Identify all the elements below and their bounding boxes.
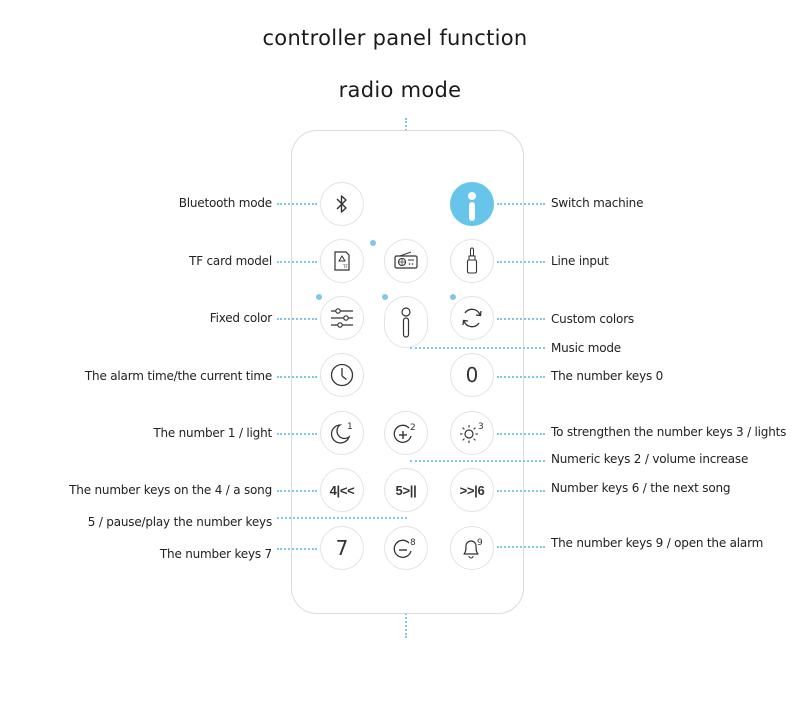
number-7-label: 7 — [335, 536, 349, 560]
play-pause-label: 5>|| — [395, 482, 417, 498]
fixed-color-button[interactable] — [320, 296, 364, 340]
leader-line — [497, 203, 545, 205]
sun-icon: 3 — [460, 422, 484, 443]
leader-line — [497, 490, 545, 492]
power-icon — [468, 192, 476, 221]
leader-line — [277, 203, 317, 205]
connector-dot — [382, 294, 388, 300]
number-8-volume-down-button[interactable]: 8 — [384, 526, 428, 570]
number-7-button[interactable]: 7 — [320, 526, 364, 570]
number-3-lights-button[interactable]: 3 — [450, 411, 494, 455]
leader-line — [277, 517, 407, 519]
connector-dot — [450, 294, 456, 300]
radio-icon — [394, 251, 418, 269]
label-number-7: The number keys 7 — [159, 547, 272, 561]
moon-icon: 1 — [330, 422, 353, 444]
label-number-2-volume: Numeric keys 2 / volume increase — [551, 452, 749, 466]
volume-minus-superscript: 8 — [410, 538, 416, 548]
label-line-input: Line input — [551, 254, 609, 268]
sun-superscript: 3 — [478, 422, 484, 432]
label-alarm-current-time: The alarm time/the current time — [84, 369, 272, 383]
connector-dot — [316, 294, 322, 300]
leader-line — [277, 548, 317, 550]
moon-superscript: 1 — [347, 422, 353, 432]
label-number-9-alarm: The number keys 9 / open the alarm — [551, 536, 764, 550]
microphone-icon — [401, 307, 411, 338]
page-title: controller panel function — [262, 26, 528, 50]
label-switch-machine: Switch machine — [551, 196, 644, 210]
leader-line — [497, 546, 545, 548]
label-number-1-light: The number 1 / light — [153, 426, 272, 440]
number-2-volume-up-button[interactable]: 2 — [384, 411, 428, 455]
leader-line — [277, 318, 317, 320]
leader-line — [497, 433, 545, 435]
number-9-alarm-button[interactable]: 9 — [450, 526, 494, 570]
line-input-button[interactable] — [450, 239, 494, 283]
number-4-prev-song-button[interactable]: 4|<< — [320, 468, 364, 512]
volume-minus-icon: 8 — [393, 538, 416, 558]
number-0-label: 0 — [465, 363, 479, 387]
label-tf-card-model: TF card model — [189, 254, 272, 268]
label-number-6-next-song: Number keys 6 / the next song — [551, 481, 731, 495]
music-mode-button[interactable] — [384, 296, 428, 348]
leader-line — [497, 261, 545, 263]
audio-jack-icon — [466, 247, 478, 274]
leader-line — [277, 490, 317, 492]
tf-card-button[interactable]: TF — [320, 239, 364, 283]
leader-line — [277, 376, 317, 378]
clock-icon — [330, 363, 354, 387]
sliders-icon — [331, 308, 353, 328]
number-5-play-pause-button[interactable]: 5>|| — [384, 468, 428, 512]
alarm-time-button[interactable] — [320, 353, 364, 397]
number-0-button[interactable]: 0 — [450, 353, 494, 397]
bell-superscript: 9 — [477, 538, 483, 548]
volume-plus-icon: 2 — [393, 423, 416, 443]
leader-line — [277, 433, 317, 435]
label-number-4-song: The number keys on the 4 / a song — [69, 483, 272, 497]
leader-line — [277, 261, 317, 263]
label-number-3-lights: To strengthen the number keys 3 / lights — [551, 425, 787, 439]
custom-colors-button[interactable] — [450, 296, 494, 340]
tf-text: TF — [342, 264, 348, 269]
label-bluetooth-mode: Bluetooth mode — [178, 196, 273, 210]
bluetooth-button[interactable] — [320, 182, 364, 226]
leader-line — [410, 347, 545, 349]
number-6-next-song-button[interactable]: >>|6 — [450, 468, 494, 512]
next-song-label: >>|6 — [459, 482, 485, 498]
leader-line — [497, 376, 545, 378]
leader-line — [497, 318, 545, 320]
label-music-mode: Music mode — [551, 341, 621, 355]
radio-mode-button[interactable] — [384, 239, 428, 283]
page-subtitle: radio mode — [338, 78, 462, 102]
bluetooth-icon — [336, 195, 347, 213]
label-number-0: The number keys 0 — [551, 369, 664, 383]
label-fixed-color: Fixed color — [209, 311, 272, 325]
label-5-pause-play: 5 / pause/play the number keys — [87, 515, 272, 529]
switch-machine-button[interactable] — [450, 182, 494, 226]
number-1-light-button[interactable]: 1 — [320, 411, 364, 455]
connector-dot — [370, 240, 376, 246]
refresh-icon — [462, 308, 482, 328]
prev-song-label: 4|<< — [329, 482, 355, 498]
leader-line — [410, 460, 545, 462]
label-custom-colors: Custom colors — [551, 312, 634, 326]
volume-plus-superscript: 2 — [410, 423, 416, 433]
sd-card-icon: TF — [334, 251, 350, 271]
bell-icon: 9 — [463, 538, 483, 559]
